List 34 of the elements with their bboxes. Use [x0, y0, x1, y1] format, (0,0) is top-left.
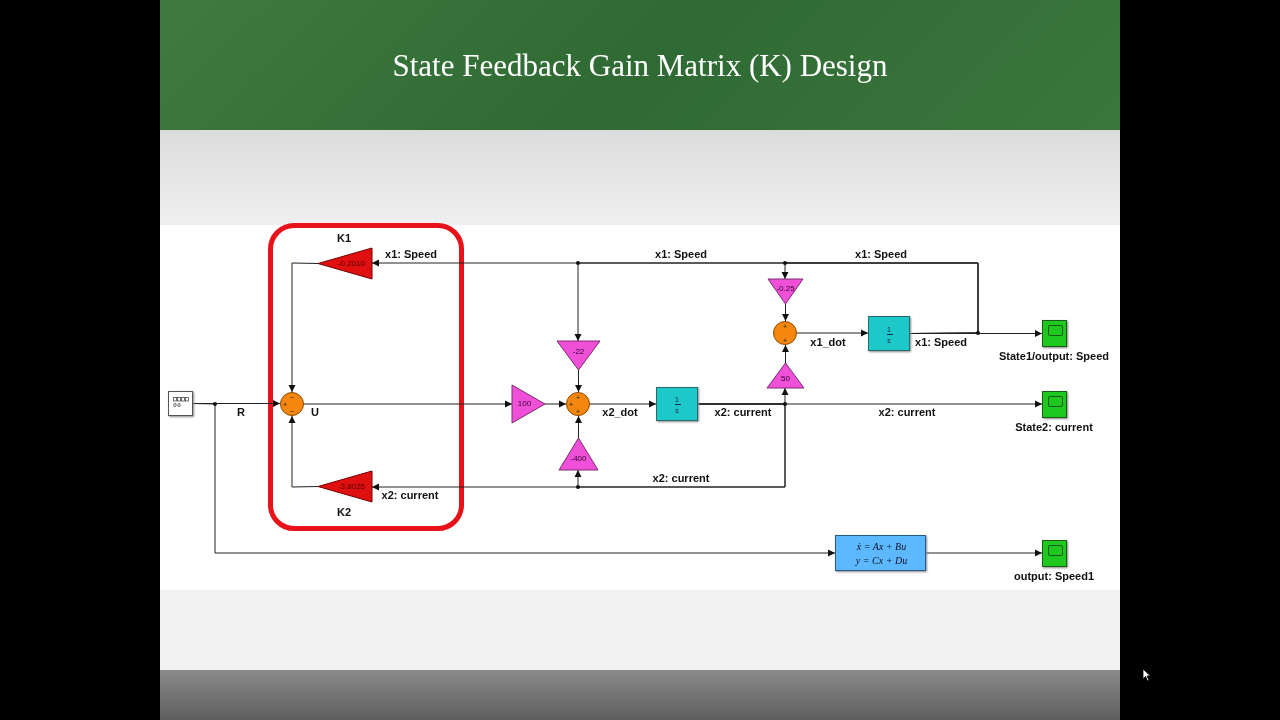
- signal-label: x1: Speed: [654, 248, 708, 260]
- block-caption: State1/output: Speed: [999, 350, 1109, 362]
- state-space-block: [835, 535, 926, 571]
- signal-label: x2: current: [713, 406, 773, 418]
- signal-label: U: [310, 406, 320, 418]
- integrator-block: [868, 316, 910, 351]
- signal-label: x1: Speed: [854, 248, 908, 260]
- signal-source-block: [168, 391, 193, 416]
- gain-value: -0.25: [776, 284, 795, 293]
- equation: y = Cx + Du: [855, 556, 908, 566]
- scope-block: [1042, 391, 1067, 418]
- integrator-block: [656, 387, 698, 421]
- signal-label: x1_dot: [809, 336, 847, 348]
- block-caption: output: Speed1: [1013, 570, 1095, 582]
- gain-value: -3.8025: [337, 482, 366, 491]
- scope-block: [1042, 320, 1067, 347]
- slide-title: State Feedback Gain Matrix (K) Design: [391, 47, 889, 85]
- signal-label: x1: Speed: [914, 336, 968, 348]
- gain-value: -400: [570, 454, 587, 463]
- block-caption: K1: [336, 232, 352, 244]
- signal-label: x2: current: [877, 406, 937, 418]
- block-caption: K2: [336, 506, 352, 518]
- equation: ẋ = Ax + Bu: [856, 542, 907, 552]
- signal-label: x2: current: [380, 489, 440, 501]
- gain-value: 50: [781, 375, 790, 384]
- signal-label: x2_dot: [601, 406, 639, 418]
- block-caption: State2: current: [1015, 421, 1093, 433]
- scope-block: [1042, 540, 1067, 567]
- gain-value: -0.2010: [337, 259, 366, 268]
- signal-label: R: [236, 406, 246, 418]
- signal-label: x2: current: [651, 472, 711, 484]
- gain-value: -22: [572, 348, 585, 356]
- gain-value: 100: [517, 400, 532, 408]
- signal-label: x1: Speed: [384, 248, 438, 260]
